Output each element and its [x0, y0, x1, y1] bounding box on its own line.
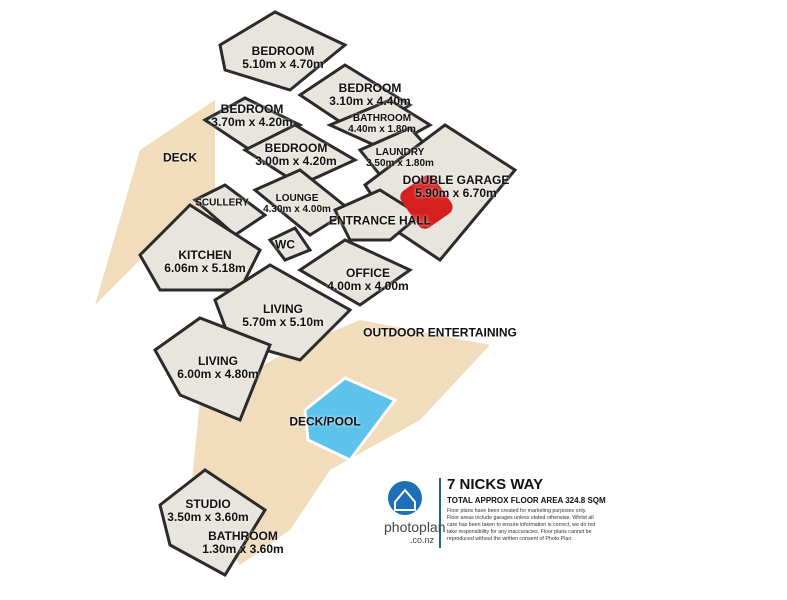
room-scullery	[192, 183, 268, 237]
address: 7 NICKS WAY	[447, 476, 544, 493]
brand-name: photoplan	[384, 519, 446, 535]
disclaimer: Floor plans have been created for market…	[447, 508, 596, 542]
room-label: DECK	[162, 150, 198, 165]
pool	[303, 376, 398, 462]
car-red	[400, 175, 453, 229]
floor-area: TOTAL APPROX FLOOR AREA 324.8 SQM	[447, 496, 606, 505]
room-bedroom-1	[218, 10, 348, 92]
room-label: OUTDOOR ENTERTAINING	[363, 325, 517, 340]
room-studio	[158, 468, 268, 577]
house-icon	[394, 488, 416, 511]
room-wc	[267, 226, 313, 262]
photoplan-logo	[388, 481, 422, 515]
brand-domain: .co.nz	[410, 535, 435, 545]
room-office	[297, 238, 413, 307]
room-bedroom-3	[202, 96, 304, 152]
room-living-2	[153, 316, 272, 422]
deck-area	[95, 100, 215, 305]
room-label: WC	[275, 237, 295, 252]
room-label: DECK/POOL	[289, 414, 361, 429]
room-label: ENTRANCE HALL	[329, 213, 431, 228]
room-kitchen	[138, 203, 262, 292]
divider	[439, 478, 441, 548]
room-bedroom-4	[241, 123, 359, 187]
room-entrance-hall	[332, 188, 423, 242]
room-label: SCULLERY	[195, 197, 249, 209]
